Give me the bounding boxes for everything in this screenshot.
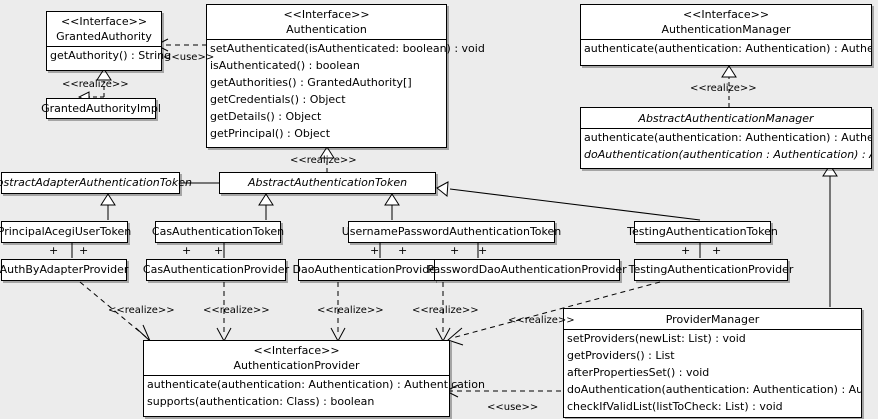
operation: doAuthentication(authentication: Authent…	[567, 383, 861, 396]
operation: authenticate(authentication: Authenticat…	[147, 378, 485, 391]
class-name: CasAuthenticationToken	[151, 225, 285, 238]
class-name: AuthenticationProvider	[233, 359, 360, 372]
edge-generalize-provider-manager	[822, 164, 838, 307]
stereotype-interface: <<Interface>>	[60, 15, 148, 28]
operation: doAuthentication(authentication : Authen…	[584, 148, 871, 161]
class-name: DaoAuthenticationProvider	[292, 263, 441, 276]
class-abstract-adapter-authentication-token[interactable]: AbstractAdapterAuthenticationToken	[0, 172, 192, 194]
class-granted-authority[interactable]: <<Interface>> GrantedAuthority getAuthor…	[46, 11, 172, 71]
operation: getAuthority() : String	[50, 49, 172, 62]
edge-generalize-cas-authentication-token	[258, 193, 274, 220]
class-provider-manager-header: ProviderManager	[564, 309, 861, 329]
class-authentication-header: <<Interface>> Authentication	[207, 5, 446, 39]
class-name: GrantedAuthority	[56, 30, 152, 43]
edge-generalize-testing-authentication-token	[436, 181, 701, 221]
edge-label-use-granted-authority: <<use>>	[163, 52, 215, 63]
class-password-dao-authentication-provider[interactable]: PasswordDaoAuthenticationProvider	[427, 259, 627, 281]
class-testing-authentication-provider[interactable]: TestingAuthenticationProvider	[629, 259, 793, 281]
edge-label-realize-auth-by-adapter: <<realize>>	[108, 305, 175, 316]
edge-label-realize-password-dao-provider: <<realize>>	[412, 305, 479, 316]
class-name: AbstractAuthenticationToken	[247, 176, 408, 189]
class-name: AuthenticationManager	[661, 23, 791, 36]
class-granted-authority-operations: getAuthority() : String	[47, 46, 172, 64]
class-username-password-authentication-token[interactable]: UsernamePasswordAuthenticationToken	[342, 221, 561, 243]
operation: afterPropertiesSet() : void	[567, 366, 710, 379]
class-abstract-authentication-manager-operations: authenticate(authentication: Authenticat…	[581, 128, 871, 163]
class-authentication-provider-operations: authenticate(authentication: Authenticat…	[144, 375, 485, 410]
operation: getAuthorities() : GrantedAuthority[]	[210, 76, 412, 89]
class-authentication-manager-operations: authenticate(authentication: Authenticat…	[581, 39, 871, 57]
edge-label-realize-provider-manager: <<realize>>	[508, 315, 575, 326]
class-abstract-authentication-manager[interactable]: AbstractAuthenticationManager authentica…	[580, 107, 872, 169]
class-name: Authentication	[286, 23, 367, 36]
class-testing-authentication-token[interactable]: TestingAuthenticationToken	[627, 221, 778, 243]
operation: getCredentials() : Object	[210, 93, 346, 106]
class-name: AuthByAdapterProvider	[0, 263, 129, 276]
operation: checkIfValidList(listToCheck: List) : vo…	[567, 400, 783, 413]
edge-label-realize-dao-provider: <<realize>>	[317, 305, 384, 316]
multiplicity-plus: +	[681, 244, 691, 257]
class-auth-by-adapter-provider[interactable]: AuthByAdapterProvider	[0, 259, 129, 281]
class-principal-acegi-user-token[interactable]: PrincipalAcegiUserToken	[0, 221, 132, 243]
class-name: PasswordDaoAuthenticationProvider	[427, 263, 627, 276]
class-name: TestingAuthenticationProvider	[628, 263, 794, 276]
multiplicity-plus: +	[49, 244, 59, 257]
edge-label-realize-granted-authority-impl: <<realize>>	[62, 79, 129, 90]
operation: authenticate(authentication: Authenticat…	[584, 42, 871, 55]
class-name: CasAuthenticationProvider	[142, 263, 290, 276]
multiplicity-plus: +	[79, 244, 89, 257]
class-dao-authentication-provider[interactable]: DaoAuthenticationProvider	[293, 259, 441, 281]
multiplicity-plus: +	[450, 244, 460, 257]
class-name: AbstractAdapterAuthenticationToken	[0, 176, 192, 189]
multiplicity-plus: +	[214, 244, 224, 257]
class-name: ProviderManager	[665, 313, 760, 326]
class-cas-authentication-provider[interactable]: CasAuthenticationProvider	[142, 259, 290, 281]
multiplicity-plus: +	[712, 244, 722, 257]
class-granted-authority-header: <<Interface>> GrantedAuthority	[47, 12, 161, 46]
stereotype-interface: <<Interface>>	[253, 344, 340, 357]
operation: setAuthenticated(isAuthenticated: boolea…	[210, 42, 485, 55]
class-provider-manager-operations: setProviders(newList: List) : void getPr…	[564, 329, 861, 415]
operation: authenticate(authentication: Authenticat…	[584, 131, 871, 144]
class-cas-authentication-token[interactable]: CasAuthenticationToken	[151, 221, 285, 243]
class-authentication[interactable]: <<Interface>> Authentication setAuthenti…	[206, 4, 485, 148]
operation: isAuthenticated() : boolean	[210, 59, 360, 72]
edge-label-realize-cas-provider: <<realize>>	[203, 305, 270, 316]
class-name: PrincipalAcegiUserToken	[0, 225, 132, 238]
edge-label-realize-abstract-authentication-manager: <<realize>>	[690, 83, 757, 94]
multiplicity-plus: +	[182, 244, 192, 257]
class-abstract-authentication-token[interactable]: AbstractAuthenticationToken	[219, 172, 436, 194]
operation: getPrincipal() : Object	[210, 127, 331, 140]
edge-generalize-principal-acegi-user-token	[100, 193, 116, 220]
operation: supports(authentication: Class) : boolea…	[147, 395, 375, 408]
operation: setProviders(newList: List) : void	[567, 332, 746, 345]
class-authentication-provider-header: <<Interface>> AuthenticationProvider	[144, 341, 449, 375]
multiplicity-plus: +	[370, 244, 380, 257]
multiplicity-plus: +	[478, 244, 488, 257]
stereotype-interface: <<Interface>>	[283, 8, 370, 21]
operation: getDetails() : Object	[210, 110, 322, 123]
edge-generalize-username-password-token	[384, 193, 400, 220]
edge-label-realize-abstract-authentication-token: <<realize>>	[290, 155, 357, 166]
class-name: UsernamePasswordAuthenticationToken	[341, 225, 562, 238]
class-authentication-provider[interactable]: <<Interface>> AuthenticationProvider aut…	[143, 340, 485, 417]
multiplicity-plus: +	[398, 244, 408, 257]
class-authentication-operations: setAuthenticated(isAuthenticated: boolea…	[207, 39, 485, 142]
class-provider-manager[interactable]: ProviderManager setProviders(newList: Li…	[563, 308, 862, 418]
class-abstract-authentication-manager-header: AbstractAuthenticationManager	[581, 108, 871, 128]
edge-label-use-provider-manager: <<use>>	[487, 402, 539, 413]
operation: getProviders() : List	[567, 349, 675, 362]
class-name: GrantedAuthorityImpl	[41, 101, 161, 115]
stereotype-interface: <<Interface>>	[682, 8, 770, 21]
class-granted-authority-impl[interactable]: GrantedAuthorityImpl	[41, 98, 161, 119]
class-name: AbstractAuthenticationManager	[638, 112, 814, 125]
class-authentication-manager-header: <<Interface>> AuthenticationManager	[581, 5, 871, 39]
class-name: TestingAuthenticationToken	[627, 225, 778, 238]
class-authentication-manager[interactable]: <<Interface>> AuthenticationManager auth…	[580, 4, 872, 66]
